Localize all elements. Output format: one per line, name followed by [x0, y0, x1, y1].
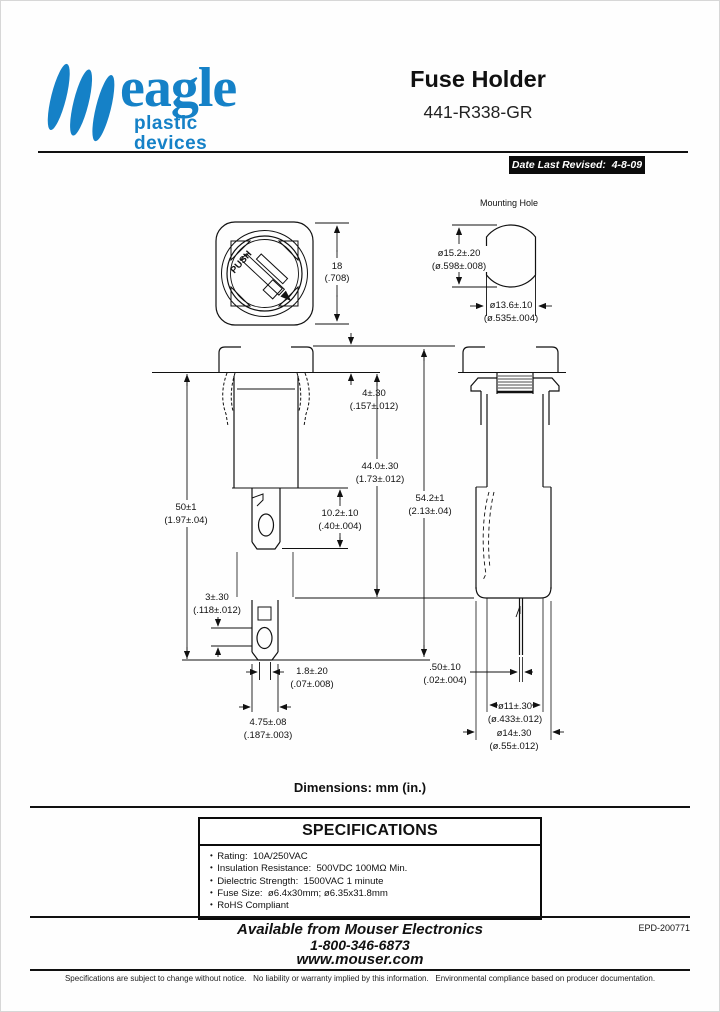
- svg-text:1.8±.20: 1.8±.20: [296, 666, 328, 677]
- spec-item-rohs: RoHS Compliant: [210, 900, 532, 912]
- label-backplates: [157, 246, 489, 533]
- svg-text:3±.30: 3±.30: [205, 592, 229, 603]
- svg-text:(.708): (.708): [325, 273, 350, 284]
- svg-text:(.02±.004): (.02±.004): [423, 675, 466, 686]
- rear-view-dim-lines: [463, 598, 564, 740]
- page-title: Fuse Holder: [410, 66, 546, 92]
- svg-text:10.2±.10: 10.2±.10: [322, 508, 359, 519]
- svg-text:50±1: 50±1: [175, 502, 196, 513]
- svg-text:44.0±.30: 44.0±.30: [362, 461, 399, 472]
- svg-text:(.187±.003): (.187±.003): [244, 730, 293, 741]
- dimension-labels: PUSH 18 (.708) Mounting Hole ø15.2±.20 (…: [164, 198, 542, 752]
- svg-text:(ø.433±.012): (ø.433±.012): [488, 714, 542, 725]
- spec-divider: [30, 806, 690, 808]
- footer-bottom-divider: [30, 969, 690, 971]
- svg-text:ø11±.30: ø11±.30: [498, 701, 532, 712]
- svg-text:(.07±.008): (.07±.008): [290, 679, 333, 690]
- eagle-logo-icon: [47, 63, 115, 142]
- svg-text:4±.30: 4±.30: [362, 388, 386, 399]
- rear-view: [458, 346, 566, 655]
- part-number: 441-R338-GR: [423, 102, 533, 122]
- svg-text:ø15.2±.20: ø15.2±.20: [438, 248, 481, 259]
- specifications-title: SPECIFICATIONS: [200, 819, 540, 846]
- svg-text:18: 18: [332, 261, 343, 272]
- svg-text:4.75±.08: 4.75±.08: [250, 717, 287, 728]
- svg-text:(.118±.012): (.118±.012): [193, 605, 241, 616]
- footer-availability: Available from Mouser Electronics: [237, 921, 483, 938]
- spec-item-insulation: Insulation Resistance: 500VDC 100MΩ Min.: [210, 863, 532, 875]
- logo-tagline: plastic devices: [134, 113, 208, 154]
- coin-slot: [240, 253, 292, 302]
- logo-wordmark: eagle: [120, 57, 237, 119]
- svg-text:ø14±.30: ø14±.30: [497, 728, 532, 739]
- spec-item-dielectric: Dielectric Strength: 1500VAC 1 minute: [210, 876, 532, 888]
- svg-text:(1.73±.012): (1.73±.012): [356, 474, 405, 485]
- svg-text:.50±.10: .50±.10: [429, 662, 461, 673]
- spec-item-fuse-size: Fuse Size: ø6.4x30mm; ø6.35x31.8mm: [210, 888, 532, 900]
- footer-website: www.mouser.com: [296, 951, 424, 968]
- mounting-hole-title: Mounting Hole: [480, 198, 538, 208]
- svg-text:(1.97±.04): (1.97±.04): [164, 515, 207, 526]
- footer-phone: 1-800-346-6873: [310, 937, 410, 953]
- mounting-hole-view: [485, 224, 537, 288]
- svg-text:(.157±.012): (.157±.012): [350, 401, 399, 412]
- svg-text:(2.13±.04): (2.13±.04): [408, 506, 451, 517]
- disclaimer-text: Specifications are subject to change wit…: [64, 974, 656, 983]
- date-revised-badge: Date Last Revised: 4-8-09: [509, 156, 645, 174]
- svg-text:(ø.598±.008): (ø.598±.008): [432, 261, 486, 272]
- svg-text:54.2±1: 54.2±1: [416, 493, 445, 504]
- svg-text:ø13.6±.10: ø13.6±.10: [490, 300, 533, 311]
- header-divider: [38, 151, 688, 153]
- front-view: [215, 221, 314, 326]
- svg-text:(ø.55±.012): (ø.55±.012): [489, 741, 538, 752]
- mounting-hole-dim-lines: [452, 224, 552, 316]
- specifications-list: Rating: 10A/250VAC Insulation Resistance…: [200, 846, 540, 918]
- footer-top-divider: [30, 916, 690, 918]
- units-note: Dimensions: mm (in.): [293, 780, 427, 795]
- svg-text:(.40±.004): (.40±.004): [318, 521, 361, 532]
- specifications-box: SPECIFICATIONS Rating: 10A/250VAC Insula…: [198, 817, 542, 921]
- document-number: EPD-200771: [638, 923, 690, 933]
- spec-item-rating: Rating: 10A/250VAC: [210, 851, 532, 863]
- technical-drawing: PUSH 18 (.708) Mounting Hole ø15.2±.20 (…: [152, 198, 566, 752]
- svg-text:(ø.535±.004): (ø.535±.004): [484, 313, 538, 324]
